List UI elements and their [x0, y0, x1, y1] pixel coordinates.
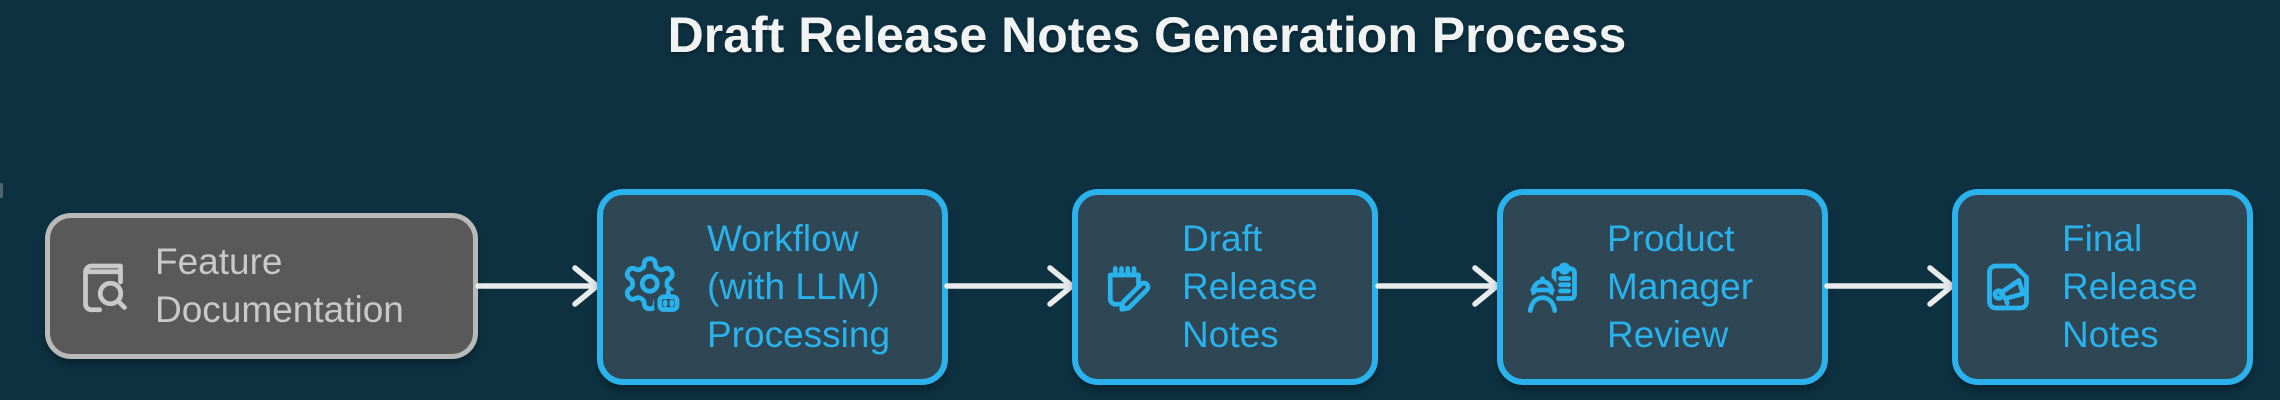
node-workflow-llm-processing: Workflow (with LLM) Processing [597, 189, 948, 385]
clipped-node-fragment [0, 183, 3, 198]
node-product-manager-review: Product Manager Review [1497, 189, 1828, 385]
node-label: Feature Documentation [155, 241, 404, 330]
notepad-pencil-icon [1098, 256, 1158, 318]
flow-arrow [1375, 265, 1502, 307]
node-final-release-notes: Final Release Notes [1952, 189, 2253, 385]
flow-arrow [475, 265, 602, 307]
node-feature-documentation: Feature Documentation [45, 213, 478, 359]
book-search-icon [73, 255, 133, 317]
node-label: Draft Release Notes [1182, 218, 1318, 355]
flow-arrow [1824, 265, 1957, 307]
person-clipboard-icon [1523, 256, 1583, 318]
node-label: Final Release Notes [2062, 218, 2198, 355]
node-label: Workflow (with LLM) Processing [707, 218, 891, 355]
node-draft-release-notes: Draft Release Notes [1072, 189, 1378, 385]
node-label: Product Manager Review [1607, 218, 1754, 355]
doc-megaphone-icon [1978, 256, 2038, 318]
gear-bot-icon [623, 256, 683, 318]
diagram-title: Draft Release Notes Generation Process [667, 7, 1627, 63]
flow-arrow [944, 265, 1077, 307]
